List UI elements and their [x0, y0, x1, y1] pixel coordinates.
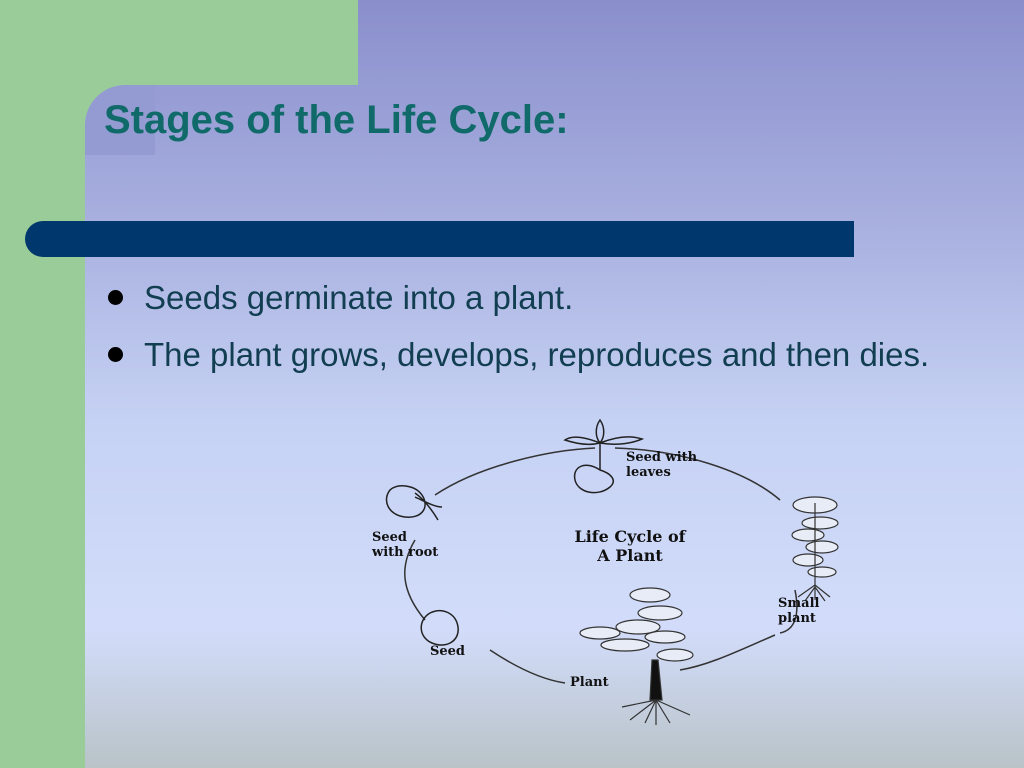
plant-icon: [579, 587, 694, 725]
cycle-arcs: [404, 447, 798, 684]
panel-rounded-corner: [85, 85, 155, 155]
label-seed-with-leaves-line2: leaves: [626, 465, 671, 480]
diagram-center-title-line1: Life Cycle of: [574, 527, 686, 546]
label-seed-with-root-line2: with root: [371, 545, 438, 560]
label-seed-with-leaves-line1: Seed with: [626, 450, 698, 465]
bullet-item: Seeds germinate into a plant.: [104, 276, 934, 320]
bullet-text: The plant grows, develops, reproduces an…: [144, 336, 930, 373]
seed-with-root-icon: [385, 485, 443, 521]
diagram-center-title-line2: A Plant: [596, 546, 663, 565]
label-seed: Seed: [430, 644, 465, 659]
label-small-plant-line1: Small: [778, 596, 820, 611]
bullet-list: Seeds germinate into a plant. The plant …: [104, 276, 934, 390]
label-seed-with-root-line1: Seed: [372, 530, 407, 545]
slide-title: Stages of the Life Cycle:: [104, 98, 569, 142]
label-plant: Plant: [570, 675, 609, 690]
label-small-plant-line2: plant: [778, 611, 816, 626]
content-panel: [85, 0, 1024, 768]
bullet-item: The plant grows, develops, reproduces an…: [104, 333, 934, 377]
life-cycle-diagram: Life Cycle of A Plant Seed with leaves S…: [371, 418, 839, 725]
seed-icon: [420, 609, 459, 646]
small-plant-icon: [791, 496, 839, 602]
seed-with-leaves-icon: [563, 418, 645, 494]
bullet-dot-icon: [108, 290, 123, 305]
bullet-text: Seeds germinate into a plant.: [144, 279, 574, 316]
bullet-dot-icon: [108, 347, 123, 362]
title-divider-bar: [25, 221, 854, 257]
green-top-block: [0, 0, 358, 85]
